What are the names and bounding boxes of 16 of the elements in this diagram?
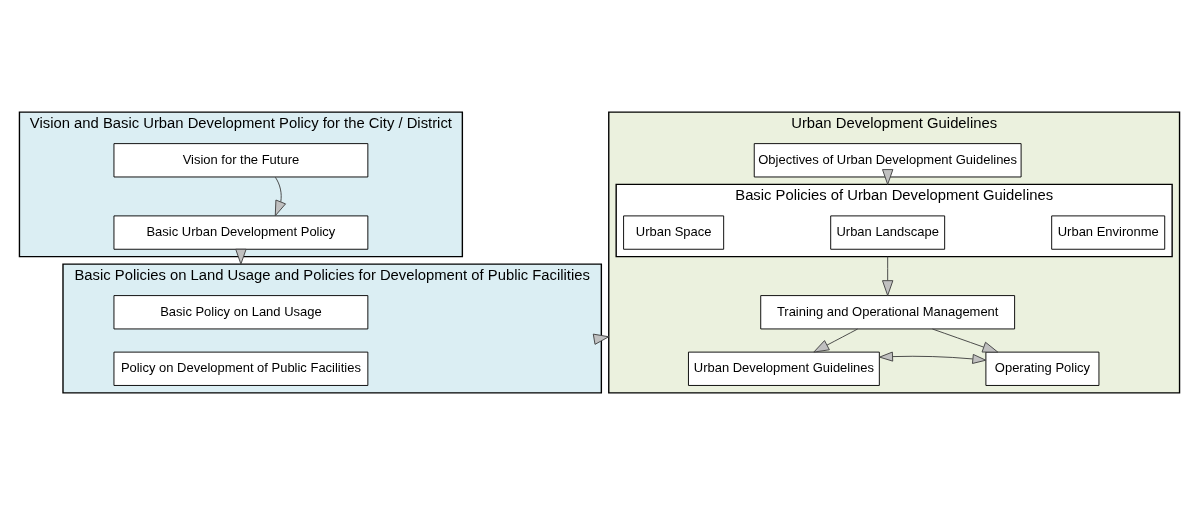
- node-box: Urban Development Guidelines: [688, 351, 880, 386]
- arrow: [274, 176, 287, 217]
- node-box: Vision for the Future: [113, 143, 369, 178]
- node-box: Basic Urban Development Policy: [113, 215, 369, 250]
- node-box: Training and Operational Management: [760, 295, 1016, 330]
- arrow: [882, 256, 894, 296]
- arrow: [882, 169, 894, 185]
- arrow: [879, 351, 987, 364]
- node-box: Operating Policy: [985, 351, 1100, 386]
- node-box: Basic Policy on Land Usage: [113, 295, 369, 330]
- node-box: Policy on Development of Public Facilities: [113, 351, 369, 386]
- node-box: Urban Environme: [1051, 215, 1166, 250]
- arrow: [813, 328, 859, 353]
- node-box: Urban Landscape: [830, 215, 946, 250]
- arrow: [931, 328, 999, 353]
- node-box: Urban Space: [623, 215, 725, 250]
